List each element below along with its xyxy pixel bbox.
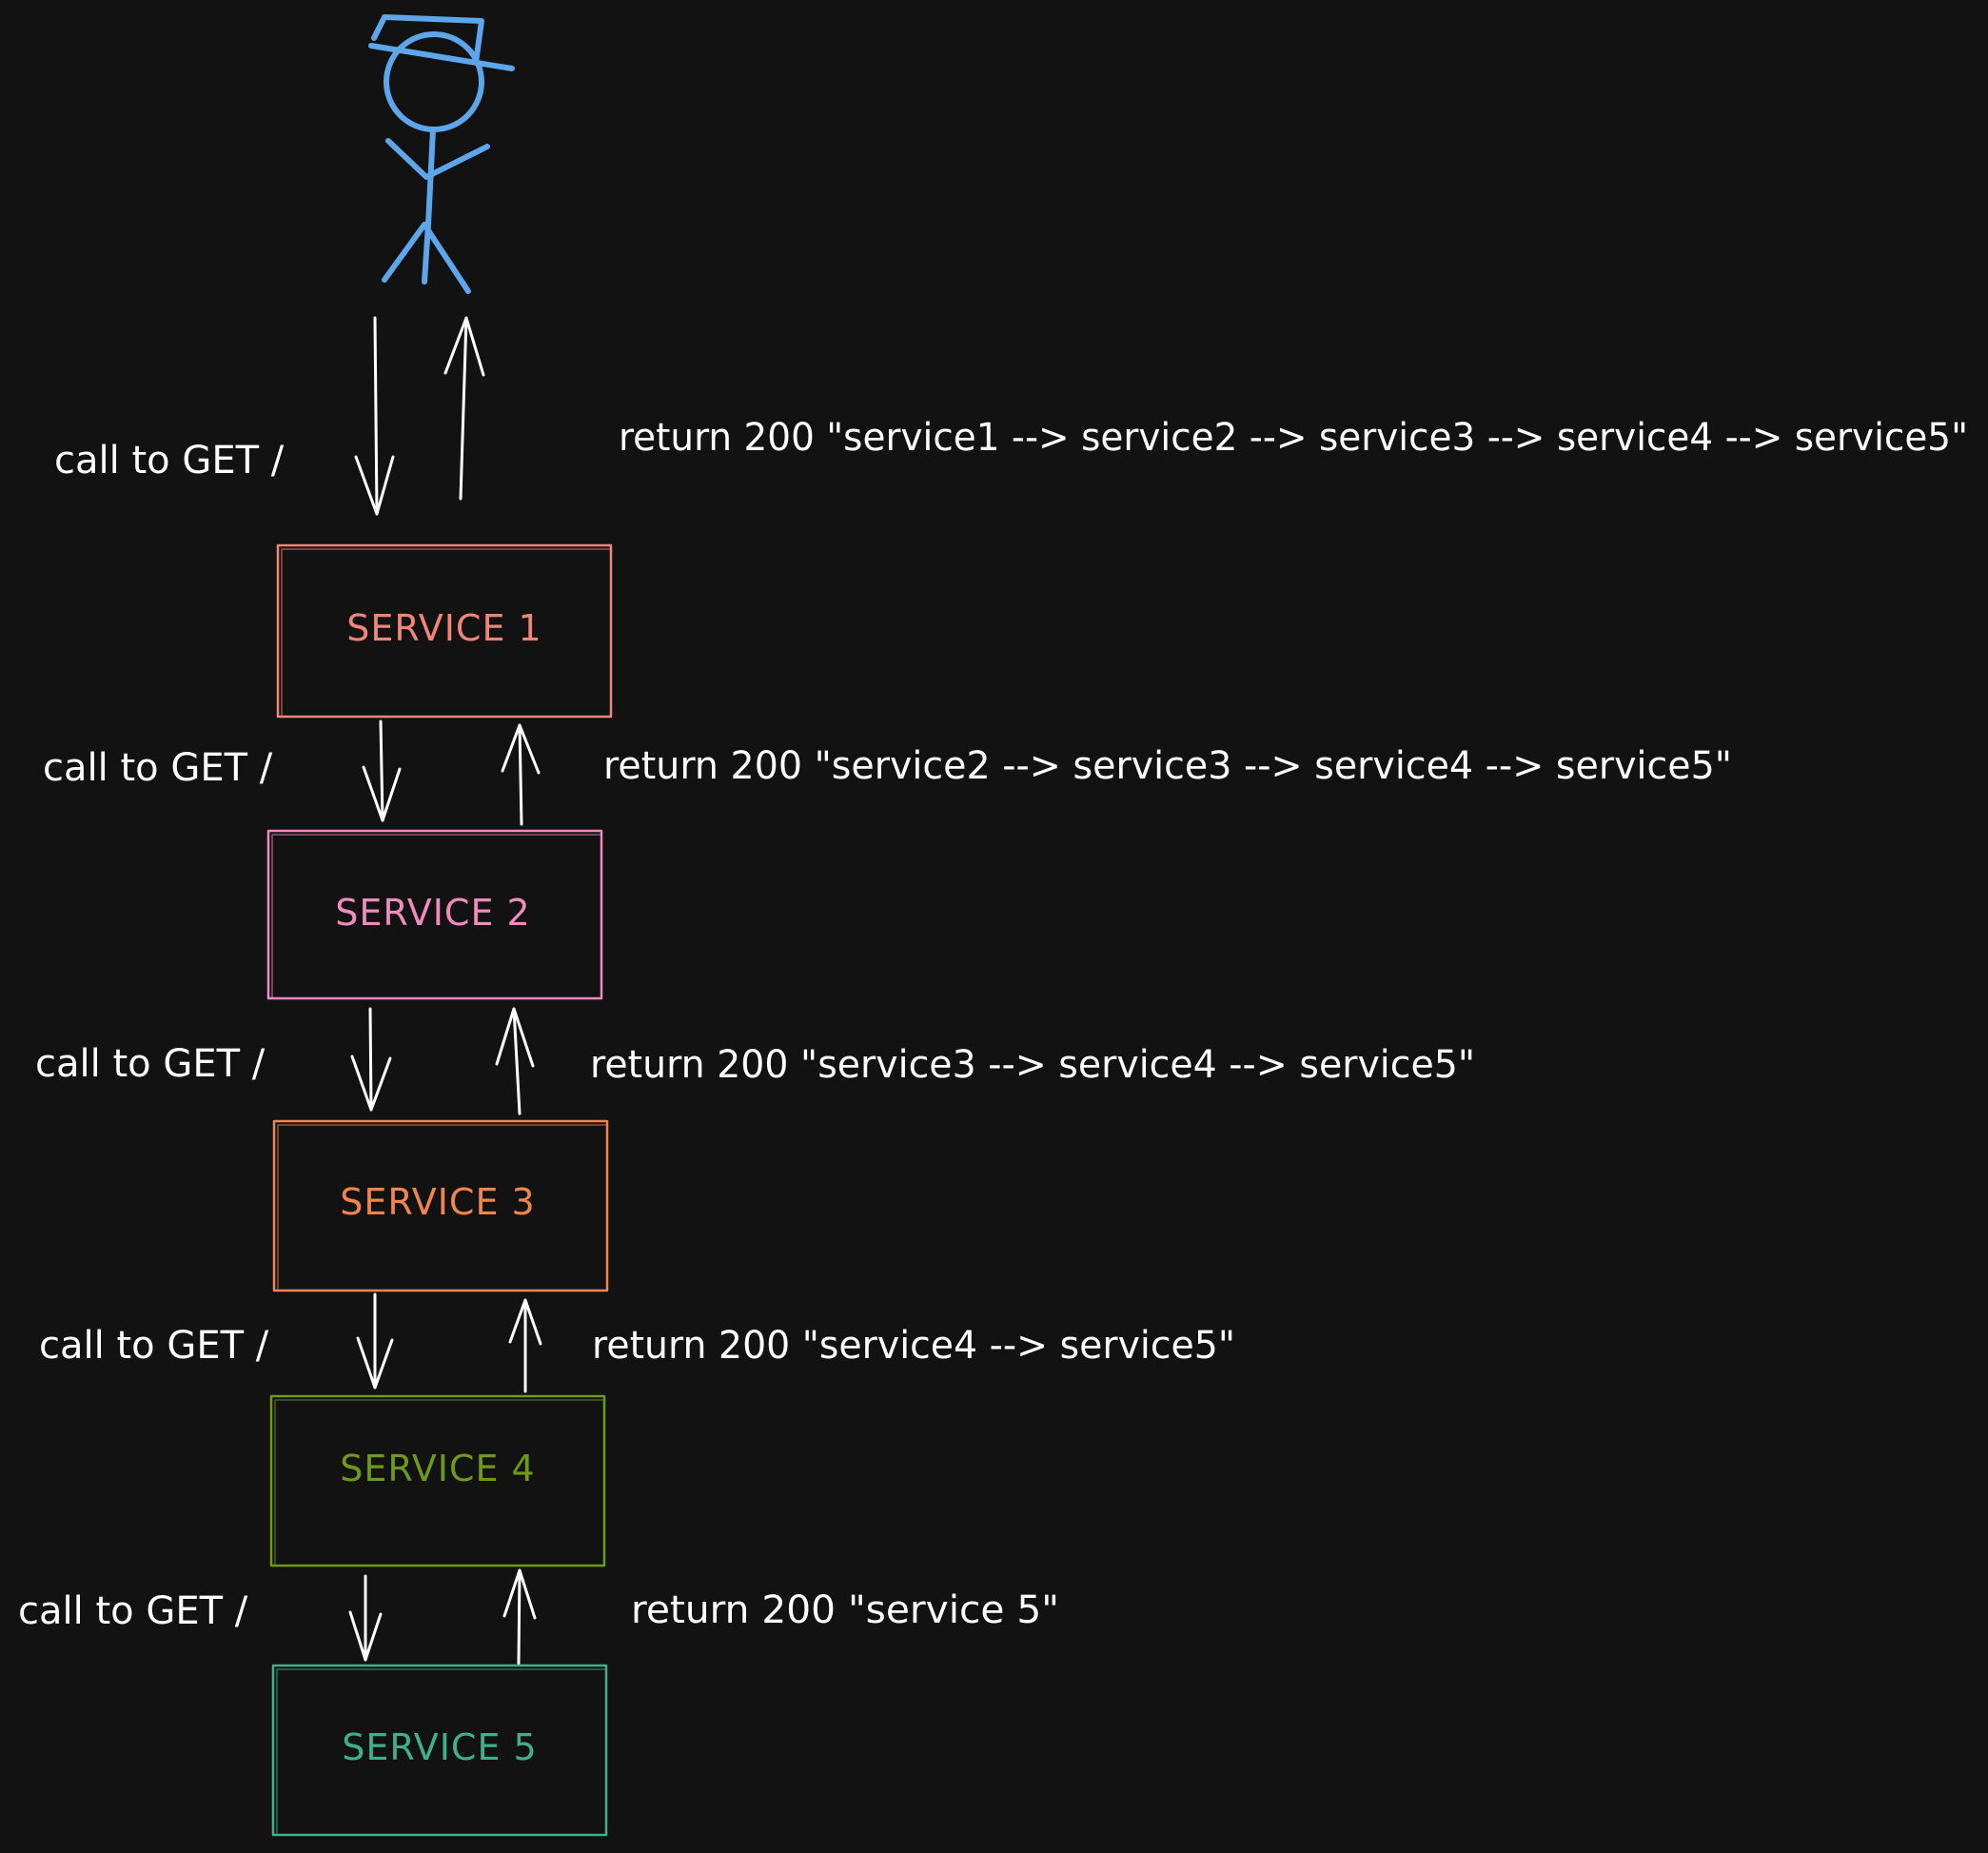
return-label-2: return 200 "service2 --> service3 --> se… — [603, 744, 1732, 788]
service-5-label: SERVICE 5 — [342, 1726, 537, 1768]
call-label-1: call to GET / — [54, 439, 285, 483]
call-arrow-service2-to-service3 — [350, 1007, 392, 1112]
call-arrow-service3-to-service4 — [356, 1292, 394, 1390]
return-arrow-service1-to-actor — [443, 316, 485, 501]
return-arrow-service2-to-service1 — [501, 723, 541, 826]
return-label-4: return 200 "service4 --> service5" — [592, 1324, 1235, 1368]
service-1-label: SERVICE 1 — [346, 607, 541, 649]
call-label-3: call to GET / — [35, 1042, 266, 1086]
service-2-box: SERVICE 2 — [266, 829, 603, 1000]
call-label-4: call to GET / — [39, 1324, 269, 1368]
call-arrow-actor-to-service1 — [354, 316, 395, 516]
call-label-2: call to GET / — [43, 746, 273, 790]
call-arrow-service4-to-service5 — [348, 1574, 383, 1662]
service-4-box: SERVICE 4 — [269, 1394, 606, 1567]
service-3-label: SERVICE 3 — [340, 1181, 535, 1223]
call-arrow-service1-to-service2 — [362, 720, 402, 822]
stick-figure-with-hat-icon — [368, 14, 515, 294]
service-5-box: SERVICE 5 — [271, 1664, 608, 1837]
service-1-box: SERVICE 1 — [276, 543, 613, 719]
return-label-5: return 200 "service 5" — [631, 1588, 1059, 1632]
return-label-1: return 200 "service1 --> service2 --> se… — [619, 416, 1968, 460]
call-label-5: call to GET / — [18, 1589, 248, 1633]
service-2-label: SERVICE 2 — [335, 892, 530, 934]
service-3-box: SERVICE 3 — [272, 1119, 609, 1292]
return-arrow-service3-to-service2 — [495, 1007, 535, 1115]
return-label-3: return 200 "service3 --> service4 --> se… — [590, 1043, 1475, 1087]
service-4-label: SERVICE 4 — [340, 1448, 535, 1489]
return-arrow-service5-to-service4 — [502, 1568, 537, 1666]
return-arrow-service4-to-service3 — [508, 1298, 542, 1393]
